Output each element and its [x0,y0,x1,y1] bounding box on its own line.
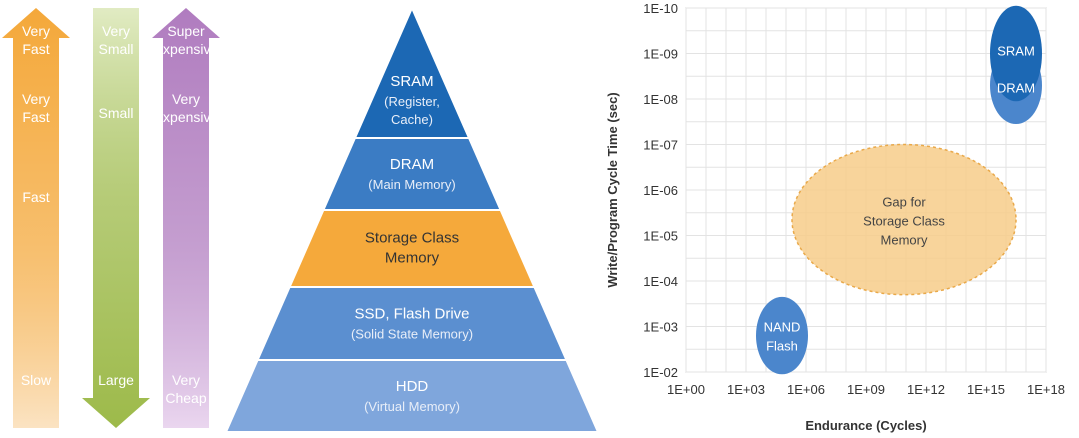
pyramid-level-subtitle: (Main Memory) [368,177,455,192]
pyramid-level-3 [288,209,536,288]
endurance-chart: 1E+00 1E+03 1E+06 1E+09 1E+12 1E+15 1E+18 1E-10… [605,1,1065,433]
y-tick-label: 1E-08 [643,92,678,107]
x-tick-label: 1E+12 [907,382,945,397]
arrow-1-label: Fast [22,189,49,205]
x-tick-label: 1E+09 [847,382,885,397]
x-axis-title: Endurance (Cycles) [805,418,926,433]
bubble-nand-flash [756,296,808,375]
memory-pyramid: SRAM (Register,Cache) DRAM (Main Memory) Sto… [224,5,600,433]
bubble-label: DRAM [997,80,1035,95]
arrow-1-label: Slow [21,372,52,388]
pyramid-level-title: SRAM [390,73,433,90]
pyramid-level-title: DRAM [390,156,434,173]
bubble-gap-for-storage-class-memory [791,143,1017,296]
y-tick-label: 1E-07 [643,138,678,153]
bubble-sram [990,5,1042,102]
arrow-3 [152,8,220,428]
x-tick-label: 1E+00 [667,382,705,397]
arrow-2 [82,8,150,428]
pyramid-level-subtitle: (Solid State Memory) [351,327,473,342]
pyramid-level-subtitle: (Virtual Memory) [364,399,460,414]
y-axis-title: Write/Program Cycle Time (sec) [605,92,620,287]
y-tick-label: 1E-02 [643,365,678,380]
arrow-1 [2,8,70,428]
y-tick-label: 1E-09 [643,47,678,62]
bubble-label: SRAM [997,44,1035,59]
x-tick-label: 1E+06 [787,382,825,397]
pyramid-level-title: HDD [396,378,429,395]
pyramid-level-5 [224,359,600,433]
y-tick-label: 1E-03 [643,320,678,335]
y-tick-label: 1E-05 [643,229,678,244]
y-tick-label: 1E-04 [643,274,678,289]
pyramid-level-2 [321,137,503,211]
pyramid-level-subtitle: (Register,Cache) [384,94,440,127]
arrow-2-label: Large [98,372,134,388]
pyramid-level-title: SSD, Flash Drive [354,306,469,323]
x-tick-label: 1E+18 [1027,382,1065,397]
y-tick-label: 1E-06 [643,183,678,198]
x-tick-label: 1E+03 [727,382,765,397]
pyramid-level-4 [256,286,568,361]
y-tick-label: 1E-10 [643,1,678,16]
arrow-2-label: Small [98,105,133,121]
x-tick-label: 1E+15 [967,382,1005,397]
